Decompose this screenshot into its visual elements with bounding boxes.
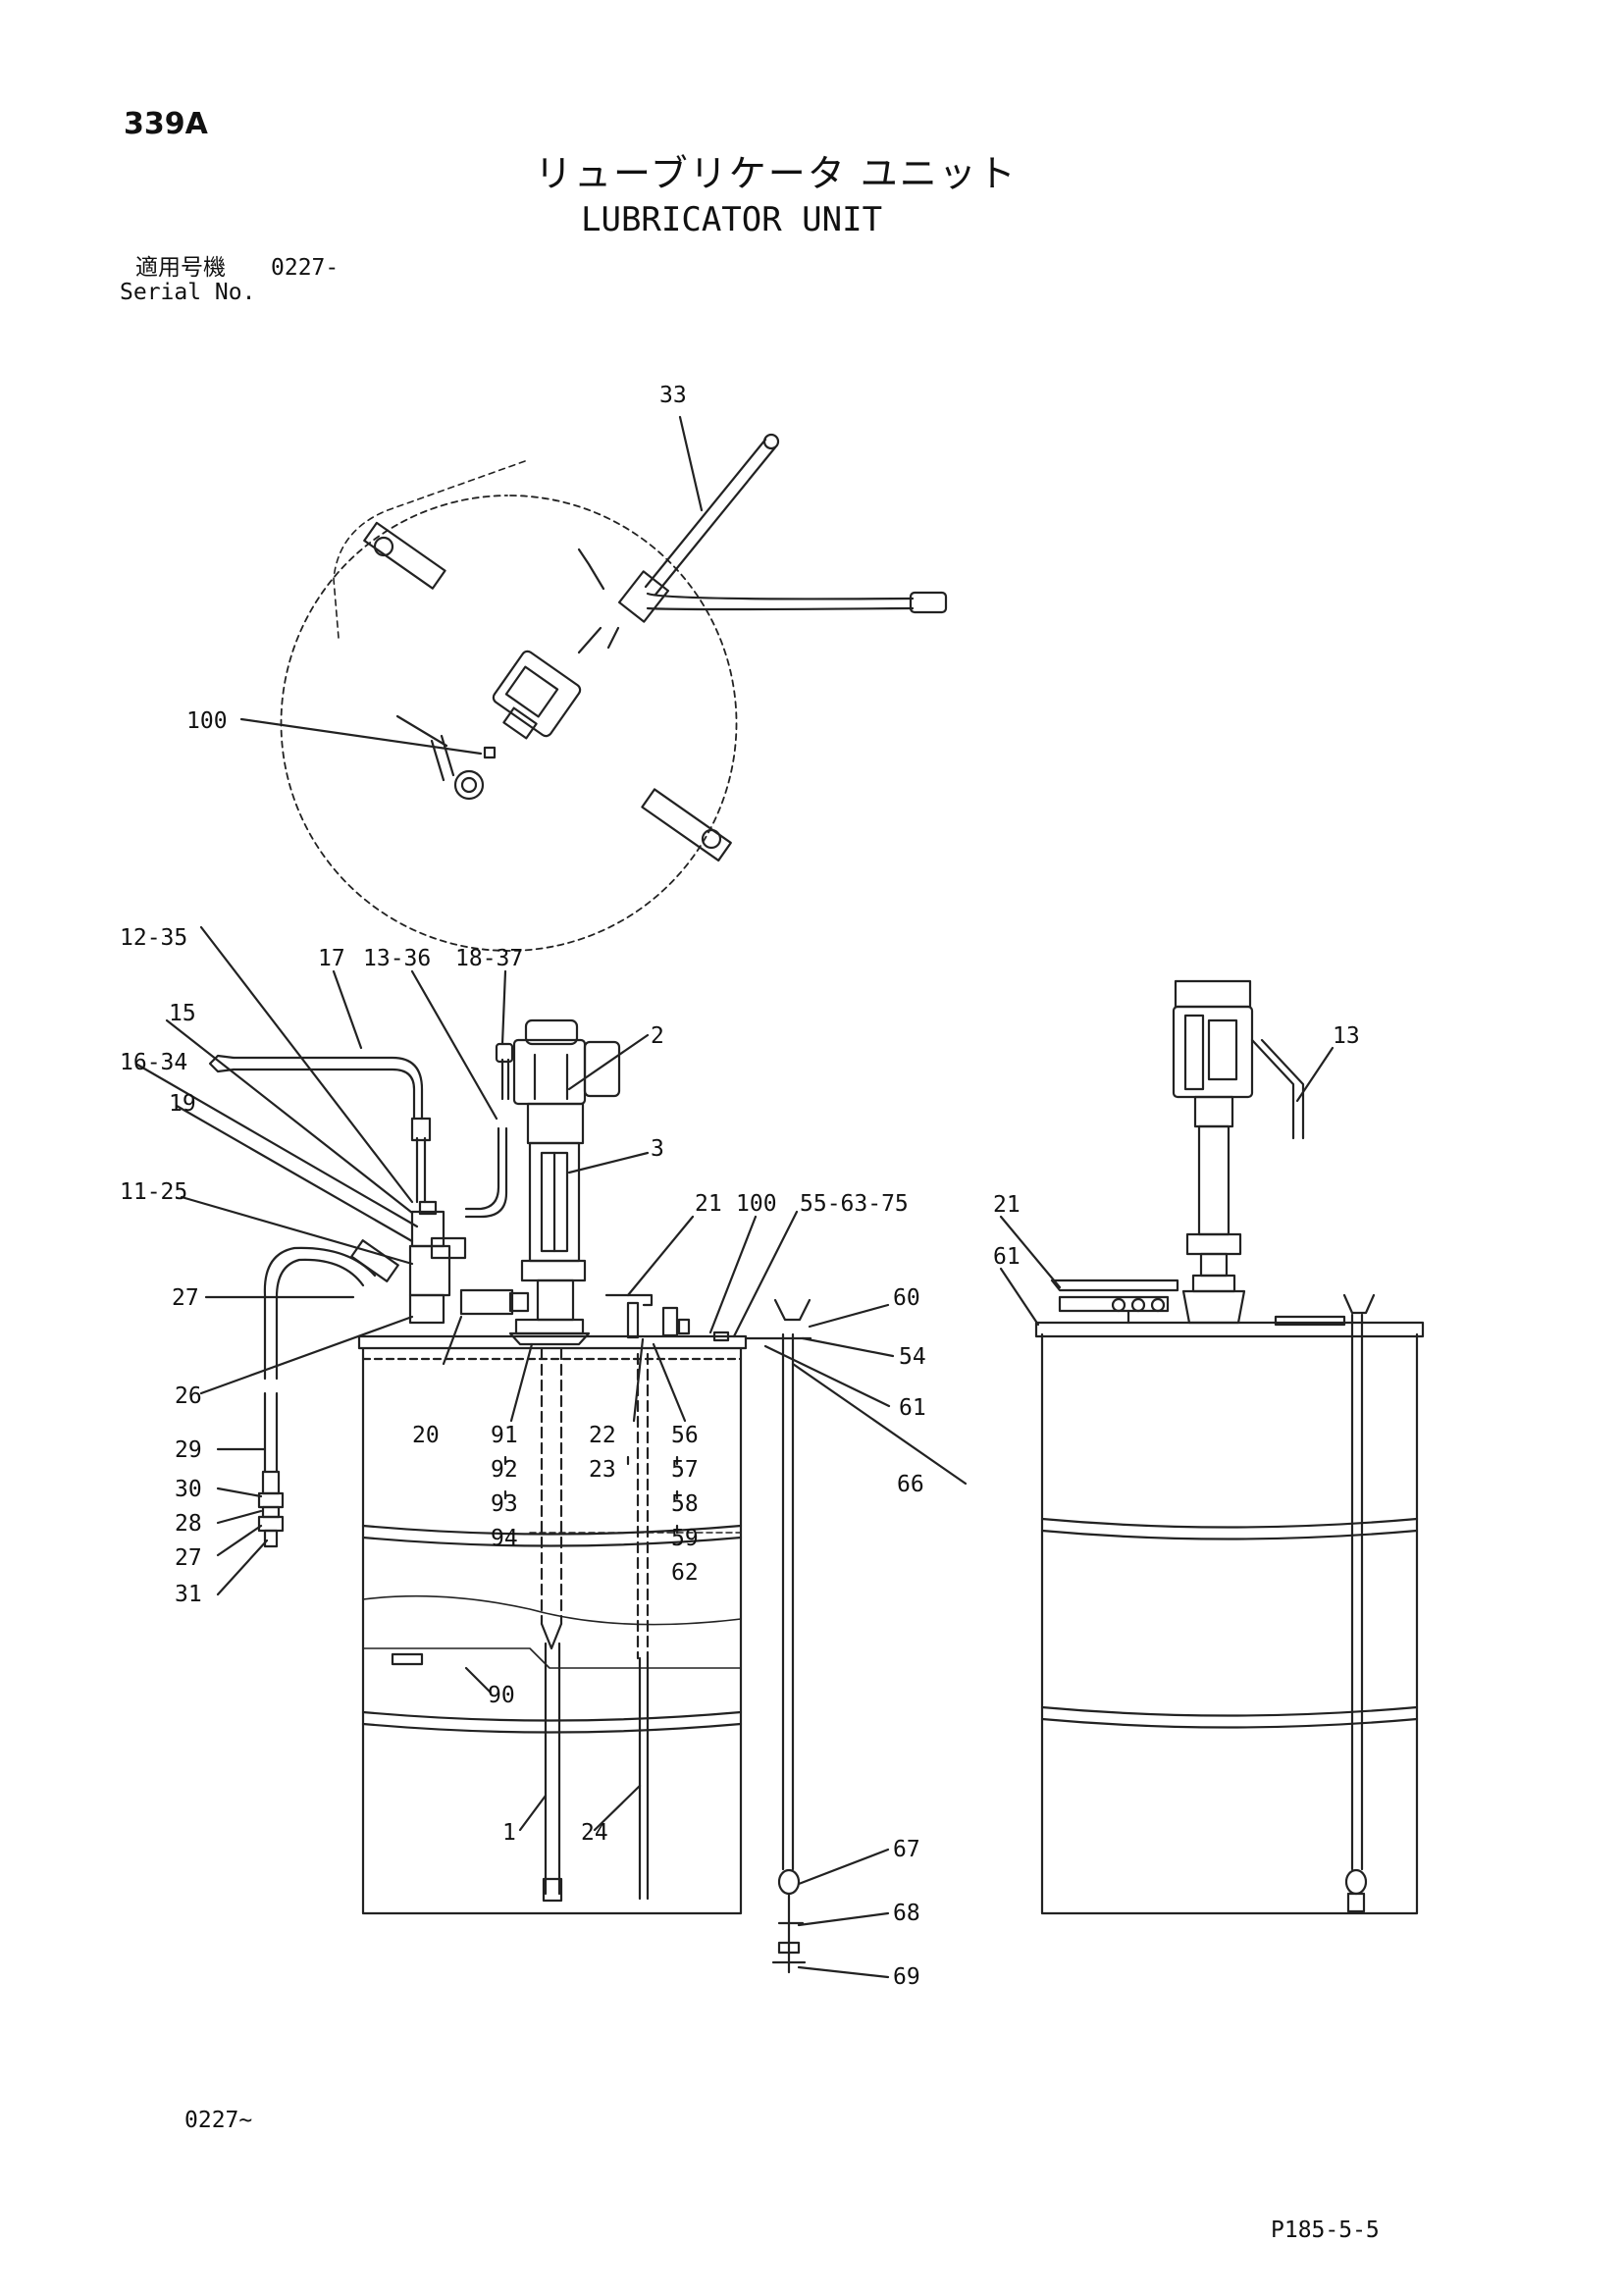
callout-26: 26: [175, 1383, 202, 1409]
callout-54: 54: [899, 1344, 926, 1370]
callout-90: 90: [488, 1683, 515, 1708]
callout-66: 66: [897, 1472, 924, 1497]
title-english: LUBRICATOR UNIT: [581, 200, 883, 239]
callout-57: 57: [671, 1457, 699, 1483]
applicable-serial-note: 0227~: [184, 2108, 253, 2133]
callout-2: 2: [651, 1023, 664, 1049]
callout-59: 59: [671, 1526, 699, 1551]
callout-27-lower: 27: [175, 1545, 202, 1571]
callout-58: 58: [671, 1491, 699, 1517]
callout-15: 15: [169, 1001, 196, 1026]
callout-68: 68: [893, 1901, 920, 1926]
front-view-drum: [357, 1298, 812, 1974]
callout-18-37: 18-37: [455, 946, 523, 971]
callout-61-side: 61: [993, 1244, 1021, 1270]
callout-3: 3: [651, 1136, 664, 1162]
callout-60: 60: [893, 1285, 920, 1311]
callout-67: 67: [893, 1837, 920, 1862]
callout-55-63-75: 55-63-75: [800, 1191, 909, 1217]
callout-16-34: 16-34: [120, 1050, 187, 1075]
page-code: P185-5-5: [1271, 2218, 1380, 2243]
callout-33: 33: [659, 383, 687, 408]
serial-label-japanese: 適用号機: [135, 255, 226, 281]
callout-93: 93: [491, 1491, 518, 1517]
callout-21: 21: [695, 1191, 722, 1217]
callout-21-side: 21: [993, 1192, 1021, 1218]
callout-13-side: 13: [1333, 1023, 1360, 1049]
side-view: [999, 979, 1425, 1915]
callout-17: 17: [318, 946, 345, 971]
callout-12-35: 12-35: [120, 925, 187, 951]
top-view: [239, 415, 948, 952]
serial-label-english: Serial No.: [120, 280, 256, 305]
callout-56: 56: [671, 1423, 699, 1448]
callout-24: 24: [581, 1820, 608, 1846]
callout-20: 20: [412, 1423, 440, 1448]
callout-69: 69: [893, 1964, 920, 1990]
callout-28: 28: [175, 1511, 202, 1537]
callout-61: 61: [899, 1395, 926, 1421]
callout-31: 31: [175, 1582, 202, 1607]
front-view-pump: [135, 925, 968, 1979]
callout-labels: 33 100 12-35 17 13-36 18-37 2 15 16-34 3…: [120, 383, 1360, 1990]
callout-100-top: 100: [186, 708, 228, 734]
callout-94: 94: [491, 1526, 518, 1551]
callout-22: 22: [589, 1423, 616, 1448]
callout-23: 23: [589, 1457, 616, 1483]
callout-19: 19: [169, 1091, 196, 1117]
callout-27-upper: 27: [172, 1285, 199, 1311]
callout-30: 30: [175, 1477, 202, 1502]
callout-62: 62: [671, 1560, 699, 1586]
callout-92: 92: [491, 1457, 518, 1483]
title-japanese: リューブリケータ ユニット: [535, 152, 1018, 195]
serial-value: 0227-: [271, 255, 340, 281]
callout-11-25: 11-25: [120, 1179, 187, 1205]
callout-1: 1: [502, 1820, 516, 1846]
callout-29: 29: [175, 1437, 202, 1463]
callout-100: 100: [736, 1191, 777, 1217]
callout-13-36: 13-36: [363, 946, 431, 971]
page-number: 339A: [124, 107, 208, 141]
callout-91: 91: [491, 1423, 518, 1448]
